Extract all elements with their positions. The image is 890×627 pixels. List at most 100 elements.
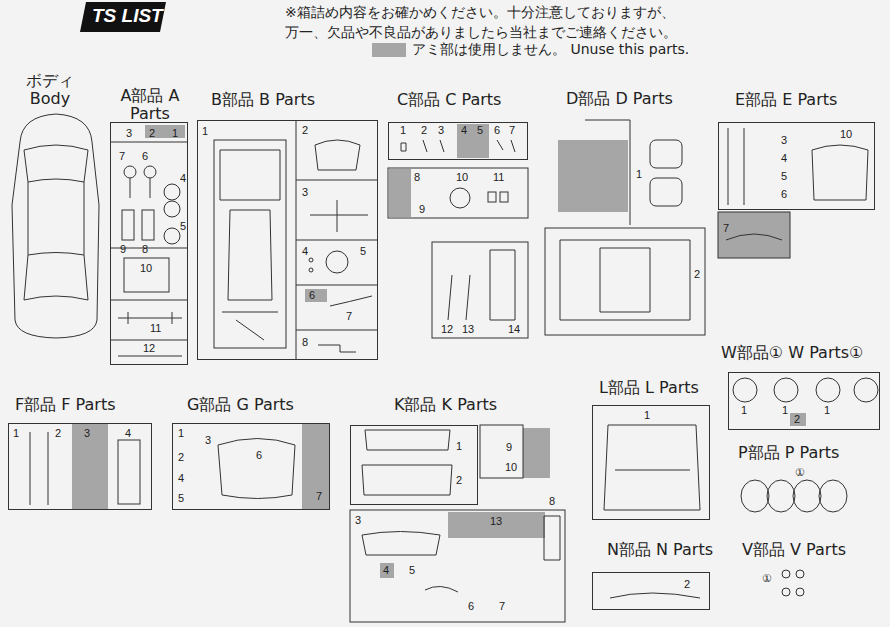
line-art	[819, 480, 847, 512]
callout-number: 8	[414, 171, 420, 183]
line-art	[782, 588, 790, 596]
callout-number: 4	[180, 172, 186, 184]
callout-number: 6	[494, 124, 500, 136]
line-art	[296, 330, 378, 331]
line-art	[718, 212, 790, 258]
callout-number: 6	[781, 188, 787, 200]
panel-heading: A部品 A Parts	[115, 87, 185, 124]
line-art	[110, 142, 188, 143]
line-art	[604, 425, 700, 510]
line-art	[741, 480, 769, 512]
line-art	[24, 253, 88, 301]
line-art	[448, 512, 545, 538]
callout-number: 5	[477, 124, 483, 136]
line-art	[350, 510, 565, 622]
line-art	[816, 378, 840, 402]
line-art	[150, 178, 151, 198]
callout-number: 2	[55, 427, 61, 439]
callout-number: 2	[794, 413, 800, 425]
callout-number: 13	[462, 323, 474, 335]
line-art	[733, 378, 757, 402]
line-art	[48, 432, 49, 505]
callout-number: 7	[316, 490, 322, 502]
callout-number: 7	[499, 600, 505, 612]
callout-number: 5	[178, 492, 184, 504]
callout-number: 1	[202, 125, 208, 137]
callout-number: 13	[490, 515, 502, 527]
panel-heading: L部品 L Parts	[599, 379, 699, 397]
line-art	[118, 356, 182, 357]
panel-heading: C部品 C Parts	[397, 91, 501, 109]
line-art	[12, 114, 99, 338]
callout-number: 4	[383, 564, 389, 576]
parts-panel: P部品 P Parts	[735, 440, 875, 520]
line-art	[650, 140, 682, 168]
callout-number: 11	[150, 322, 161, 334]
line-art	[796, 588, 804, 596]
callout-number: 14	[508, 323, 520, 335]
line-art	[545, 228, 705, 335]
panel-heading: W部品① W Parts①	[721, 344, 863, 362]
parts-panel: C部品 C Parts	[388, 122, 528, 160]
callout-number: 5	[360, 245, 366, 257]
callout-number: 3	[302, 186, 308, 198]
line-art	[30, 432, 31, 505]
line-art	[315, 140, 360, 170]
callout-number: 10	[840, 128, 852, 140]
line-art	[796, 570, 804, 578]
line-art	[362, 516, 560, 592]
callout-number: 1	[741, 404, 747, 416]
parts-panel: G部品 G Parts	[172, 423, 330, 510]
callout-number: ①	[762, 572, 772, 584]
callout-number: 8	[142, 243, 148, 255]
parts-panel: B部品 B Parts	[197, 120, 378, 360]
line-art	[164, 184, 180, 200]
line-art	[585, 120, 630, 225]
line-art	[84, 182, 85, 255]
line-art	[142, 210, 154, 240]
callout-number: 3	[205, 434, 211, 446]
callout-number: 5	[180, 220, 186, 232]
callout-number: 3	[355, 514, 361, 526]
note-text: 万一、欠品や不良品がありましたら当社までご連絡ください。	[285, 25, 677, 40]
panel-heading: P部品 P Parts	[738, 444, 839, 462]
line-art	[726, 234, 782, 240]
callout-number: 1	[172, 127, 178, 139]
callout-number: 7	[119, 150, 125, 162]
line-art	[457, 124, 489, 158]
line-art	[220, 150, 280, 340]
line-art	[718, 212, 790, 258]
line-art	[774, 378, 798, 402]
callout-number: 2	[456, 474, 462, 486]
panel-heading: D部品 D Parts	[566, 90, 673, 108]
line-art	[28, 182, 29, 255]
callout-number: 12	[143, 342, 155, 354]
line-art	[380, 563, 394, 578]
line-art	[560, 240, 690, 320]
callout-number: 6	[309, 289, 315, 301]
callout-number: 6	[256, 449, 262, 461]
callout-number: 2	[421, 124, 427, 136]
line-art	[650, 178, 682, 206]
callout-number: 8	[302, 336, 308, 348]
parts-panel: V部品 V Parts	[740, 540, 870, 615]
callout-number: 1	[178, 427, 184, 439]
line-art	[782, 570, 790, 578]
line-art	[72, 424, 108, 509]
line-art	[144, 166, 156, 178]
callout-number: 1	[824, 404, 830, 416]
callout-number: 2	[178, 451, 184, 463]
line-art	[310, 200, 368, 232]
callout-number: 11	[493, 171, 504, 183]
callout-number: 1	[13, 427, 19, 439]
panel-heading: G部品 G Parts	[187, 396, 294, 414]
parts-panel: ボディ Body	[8, 70, 103, 340]
callout-number: 1	[456, 440, 462, 452]
line-art	[790, 413, 806, 426]
callout-number: 10	[140, 262, 152, 274]
line-art	[389, 169, 411, 217]
callout-number: 4	[302, 245, 308, 257]
callout-number: 12	[441, 323, 453, 335]
panel-heading: E部品 E Parts	[735, 91, 837, 109]
line-art	[558, 140, 628, 212]
